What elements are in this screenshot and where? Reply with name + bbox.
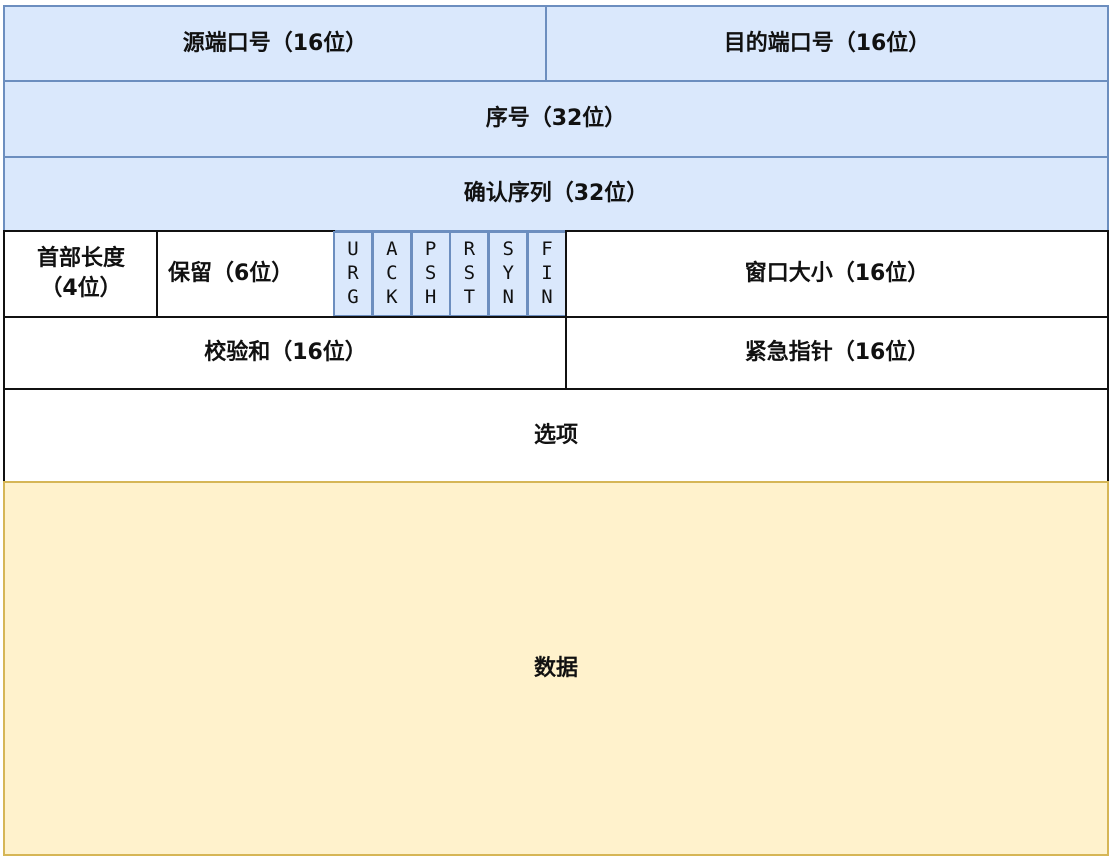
data-label: 数据 <box>533 655 578 681</box>
flag-rst: R S T <box>449 231 490 317</box>
flag-ack: A C K <box>371 231 412 317</box>
reserved-field: 保留（6位） <box>156 230 335 318</box>
reserved-label: 保留（6位） <box>168 261 294 287</box>
urgent-pointer-label: 紧急指针（16位） <box>744 340 930 366</box>
flag-syn: S Y N <box>488 231 529 317</box>
options-label: 选项 <box>533 422 578 448</box>
dest-port-label: 目的端口号（16位） <box>723 30 931 56</box>
options-field: 选项 <box>3 388 1109 483</box>
urgent-pointer-field: 紧急指针（16位） <box>565 316 1109 390</box>
window-size-field: 窗口大小（16位） <box>565 230 1109 318</box>
header-length-label: 首部长度 （4位） <box>36 246 125 301</box>
window-size-label: 窗口大小（16位） <box>744 261 930 287</box>
data-field: 数据 <box>3 481 1109 856</box>
sequence-label: 序号（32位） <box>485 106 627 132</box>
sequence-field: 序号（32位） <box>3 80 1109 158</box>
flag-urg: U R G <box>333 231 373 317</box>
source-port-field: 源端口号（16位） <box>3 5 547 82</box>
source-port-label: 源端口号（16位） <box>182 30 368 56</box>
flag-psh: P S H <box>410 231 451 317</box>
header-length-field: 首部长度 （4位） <box>3 230 159 318</box>
flag-fin: F I N <box>527 231 567 317</box>
checksum-label: 校验和（16位） <box>204 340 367 366</box>
ack-sequence-label: 确认序列（32位） <box>463 181 649 207</box>
checksum-field: 校验和（16位） <box>3 316 568 390</box>
dest-port-field: 目的端口号（16位） <box>545 5 1109 82</box>
ack-sequence-field: 确认序列（32位） <box>3 156 1109 232</box>
